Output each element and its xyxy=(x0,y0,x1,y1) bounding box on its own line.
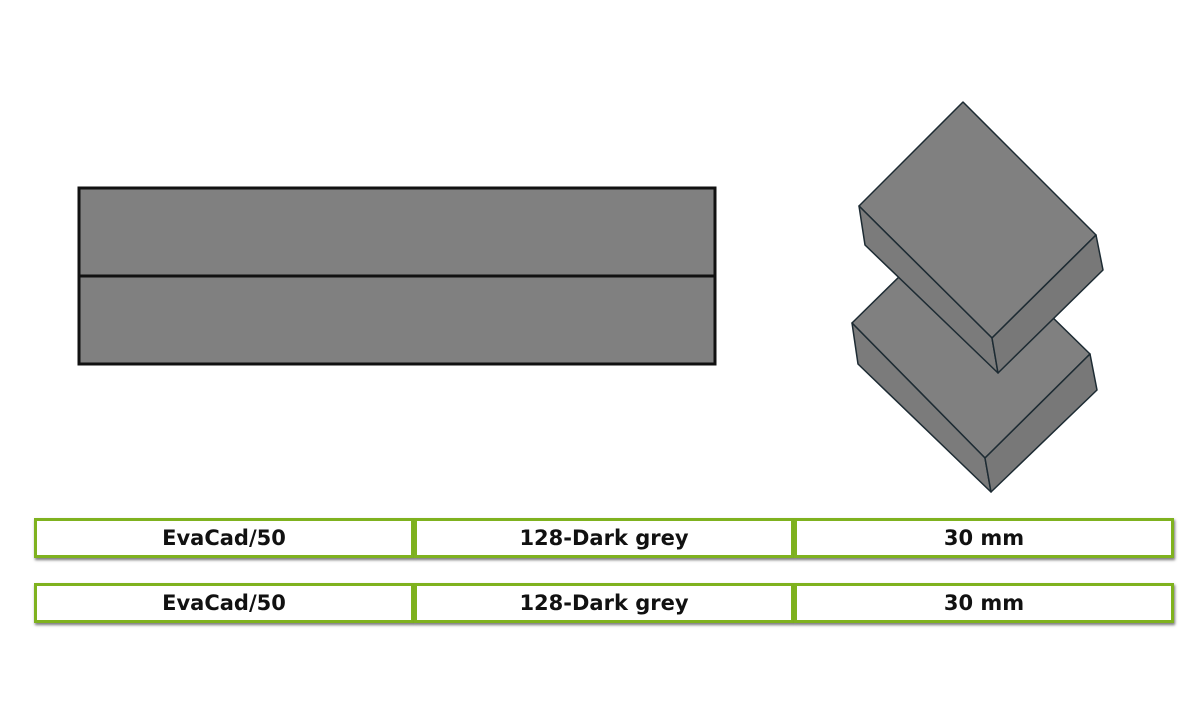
spec-thickness-cell: 30 mm xyxy=(794,518,1174,558)
spec-color-cell: 128-Dark grey xyxy=(414,518,794,558)
panel-upper-iso xyxy=(858,101,1104,374)
spec-thickness-cell: 30 mm xyxy=(794,583,1174,623)
spec-product-cell: EvaCad/50 xyxy=(34,583,414,623)
spec-product-cell: EvaCad/50 xyxy=(34,518,414,558)
panel-lower-right-face xyxy=(984,353,1098,493)
panel-upper-front xyxy=(77,186,717,278)
spec-color-cell: 128-Dark grey xyxy=(414,583,794,623)
panel-lower-front xyxy=(77,274,717,366)
spec-row-2: EvaCad/50 128-Dark grey 30 mm xyxy=(34,583,1174,623)
spec-row-1: EvaCad/50 128-Dark grey 30 mm xyxy=(34,518,1174,558)
panel-upper-right-face xyxy=(991,234,1104,374)
